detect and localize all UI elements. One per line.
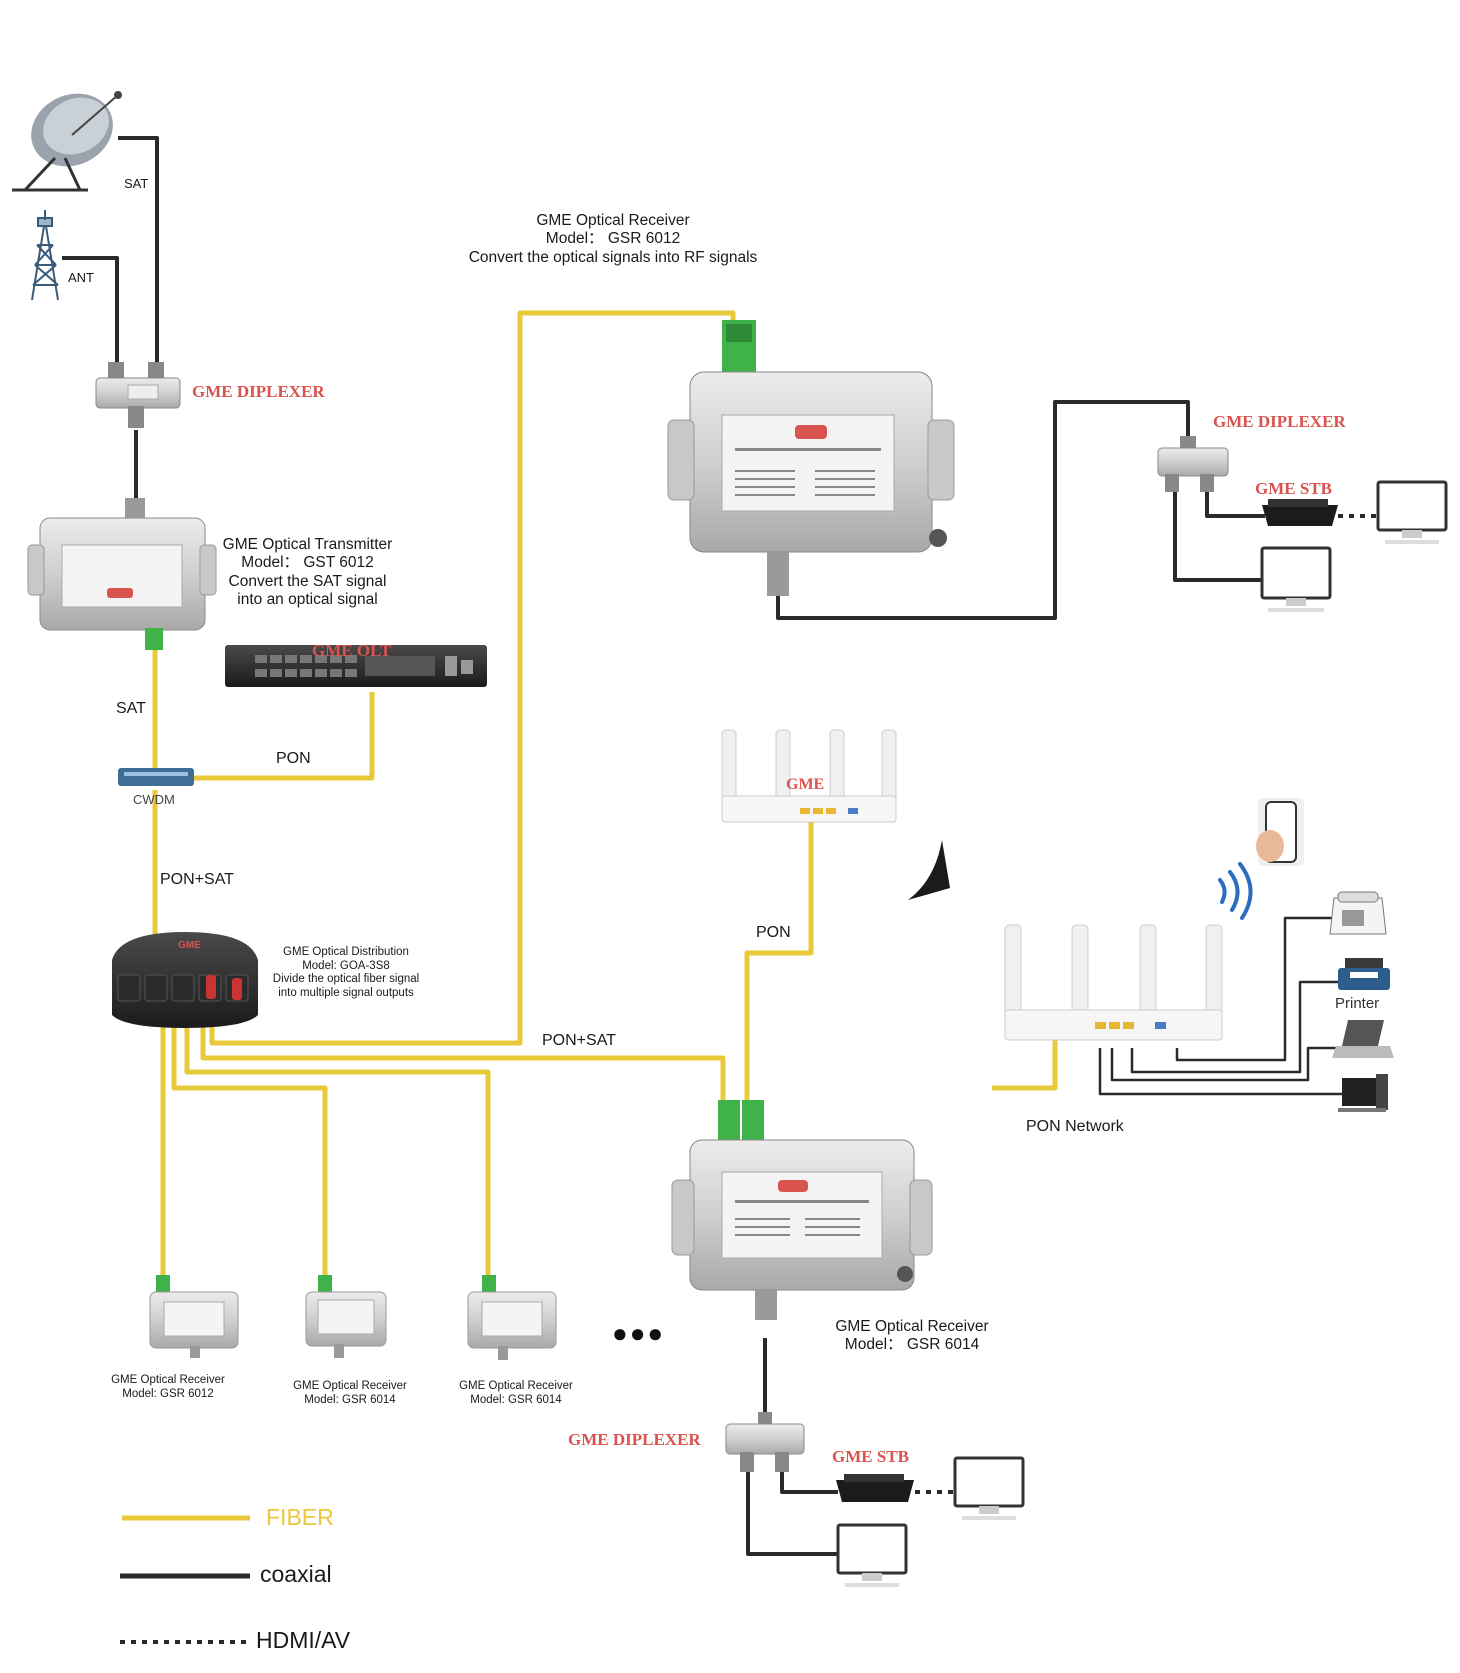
coax-top-diplexer-pc: [1173, 490, 1262, 582]
caption-transmitter-line: GME Optical Transmitter: [222, 536, 393, 553]
caption-small-receiver-line: Model: GSR 6012: [122, 1387, 214, 1400]
caption-receiver-bottom-line: Model： GSR 6014: [844, 1336, 980, 1354]
legend-fiber-label: FIBER: [266, 1504, 334, 1530]
caption-small-receiver-2: GME Optical Receiver Model: GSR 6014: [280, 1380, 420, 1407]
caption-small-receiver-line: GME Optical Receiver: [459, 1380, 573, 1392]
diplexer-headend-icon: [95, 362, 181, 428]
caption-transmitter-line: Convert the SAT signal: [228, 572, 387, 590]
caption-small-receiver-line: Model: GSR 6014: [470, 1393, 562, 1406]
caption-distribution-line: Model: GOA-3S8: [302, 959, 390, 972]
smartphone-icon: [1256, 798, 1304, 866]
fiber-dist-to-receiver-2: [171, 1027, 328, 1275]
fiber-onu-to-receiver: [744, 822, 814, 1100]
caption-small-receiver-line: GME Optical Receiver: [111, 1374, 225, 1386]
coax-top-diplexer-stb: [1205, 490, 1265, 518]
receiver-gsr6012-icon: [667, 320, 955, 596]
caption-distribution-line: into multiple signal outputs: [278, 986, 414, 999]
caption-transmitter-line: Model： GST 6012: [241, 554, 374, 572]
home-router-icon: [1004, 924, 1223, 1041]
fiber-dist-to-receiver-3: [184, 1027, 491, 1275]
cwdm-icon: [118, 768, 194, 786]
label-onu-brand: GME: [786, 776, 825, 793]
caption-receiver-top-line: GME Optical Receiver: [536, 212, 690, 229]
hdmi-links: [915, 514, 1378, 1494]
svg-text:GME: GME: [178, 940, 201, 951]
home-cable-phone: [1175, 916, 1340, 1062]
laptop-icon: [1332, 1020, 1394, 1058]
label-stb-bottom: GME STB: [832, 1447, 909, 1466]
wifi-signal-icon: [1218, 862, 1253, 920]
onu-router-icon: [721, 729, 897, 823]
desktop-pc-icon: [1338, 1074, 1388, 1112]
coax-lines: [62, 136, 1345, 1556]
caption-small-receiver-line: Model: GSR 6014: [304, 1393, 396, 1406]
satellite-dish-icon: [12, 91, 122, 192]
caption-distribution: GME Optical Distribution Model: GOA-3S8 …: [256, 946, 436, 1000]
monitor-top-right-icon: [1376, 480, 1448, 544]
monitor-bottom-left-icon: [836, 1523, 908, 1587]
caption-small-receiver-1: GME Optical Receiver Model: GSR 6012: [98, 1374, 238, 1401]
fiber-dist-to-top-receiver: [209, 310, 736, 1046]
home-cable-laptop: [1110, 1046, 1345, 1082]
antenna-tower-icon: [31, 210, 59, 301]
caption-receiver-bottom-line: GME Optical Receiver: [835, 1318, 989, 1335]
small-receiver-1-icon: [149, 1275, 239, 1358]
label-diplexer-bottom: GME DIPLEXER: [568, 1430, 701, 1449]
label-cwdm: CWDM: [133, 792, 175, 807]
caption-receiver-top-line: Convert the optical signals into RF sign…: [468, 248, 758, 266]
caption-distribution-line: GME Optical Distribution: [283, 946, 409, 958]
caption-small-receiver-3: GME Optical Receiver Model: GSR 6014: [446, 1380, 586, 1407]
label-pon-sat-branch: PON+SAT: [542, 1032, 616, 1049]
label-diplexer-headend: GME DIPLEXER: [192, 382, 325, 401]
label-printer: Printer: [1335, 995, 1380, 1012]
olt-icon: [225, 645, 487, 687]
caption-small-receiver-line: GME Optical Receiver: [293, 1380, 407, 1392]
fiber-olt-to-cwdm: [192, 692, 375, 781]
caption-receiver-bottom: GME Optical Receiver Model： GSR 6014: [828, 1318, 996, 1355]
monitor-top-left-icon: [1260, 546, 1332, 612]
label-pon-sat: PON+SAT: [160, 871, 234, 888]
monitor-bottom-right-icon: [953, 1456, 1025, 1520]
small-receiver-3-icon: [467, 1275, 557, 1360]
stb-top-icon: [1262, 499, 1338, 526]
diplexer-bottom-icon: [725, 1412, 805, 1472]
label-sat-fiber: SAT: [116, 700, 146, 717]
legend-hdmi-label: HDMI/AV: [256, 1627, 351, 1653]
caption-distribution-line: Divide the optical fiber signal: [272, 973, 420, 986]
optical-distribution-icon: GME: [112, 932, 258, 1028]
coax-top-receiver-out: [776, 400, 1190, 620]
coax-antenna: [62, 256, 119, 368]
label-diplexer-top: GME DIPLEXER: [1213, 412, 1346, 431]
printer-icon: [1338, 958, 1390, 990]
label-pon-network: PON Network: [1026, 1118, 1124, 1135]
label-olt: GME OLT: [312, 641, 392, 660]
fiber-dist-to-bottom-receiver: [200, 1027, 726, 1100]
fiber-pon-network-in: [992, 1040, 1058, 1091]
telephone-icon: [1329, 891, 1387, 935]
label-pon-onu: PON: [756, 924, 791, 941]
stb-bottom-icon: [836, 1474, 914, 1502]
signal-wedge-icon: [908, 840, 950, 900]
coax-bottom-diplexer-pc: [746, 1472, 838, 1556]
label-pon-olt: PON: [276, 750, 311, 767]
home-cable-printer: [1130, 980, 1345, 1074]
caption-transmitter-line: into an optical signal: [237, 590, 378, 608]
label-sat-dish: SAT: [124, 176, 149, 191]
coax-dish: [118, 136, 159, 368]
coax-bottom-diplexer-stb: [780, 1472, 838, 1494]
legend-coax-label: coaxial: [260, 1561, 332, 1587]
fiber-lines: [152, 310, 1058, 1275]
caption-receiver-top: GME Optical Receiver Model： GSR 6012 Con…: [440, 212, 786, 267]
caption-transmitter: GME Optical Transmitter Model： GST 6012 …: [210, 536, 405, 609]
diplexer-top-icon: [1157, 436, 1229, 492]
optical-transmitter-icon: [27, 498, 217, 650]
label-ant: ANT: [68, 270, 94, 285]
ellipsis-more-receivers: ●●●: [612, 1318, 666, 1348]
small-receiver-2-icon: [305, 1275, 387, 1358]
home-cable-desktop: [1098, 1048, 1345, 1096]
receiver-gsr6014-icon: [671, 1100, 933, 1320]
caption-receiver-top-line: Model： GSR 6012: [545, 230, 681, 248]
label-stb-top: GME STB: [1255, 479, 1332, 498]
